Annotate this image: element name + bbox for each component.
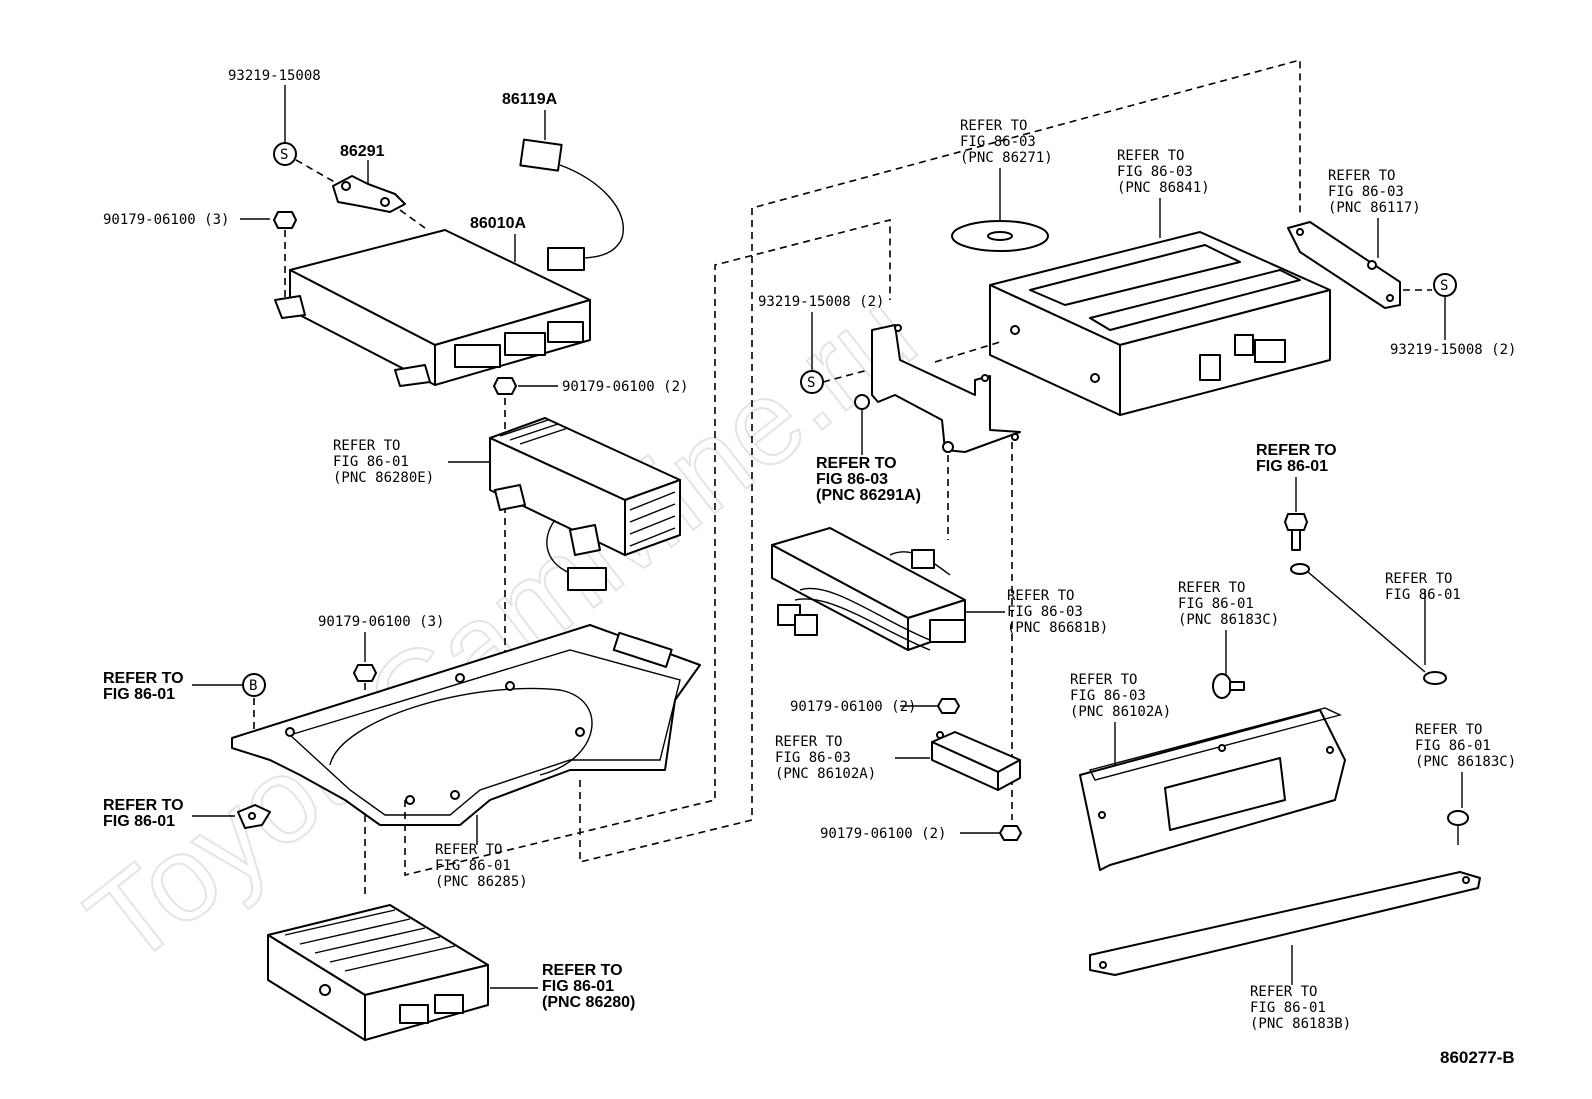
label-90179-2c: 90179-06100 (2) bbox=[820, 826, 946, 842]
label-module-refer-1: REFER TO bbox=[1007, 588, 1074, 604]
label-clipr2-refer-3: (PNC 86183C) bbox=[1415, 754, 1516, 770]
label-panel-refer-2: FIG 86-03 bbox=[1070, 688, 1146, 704]
label-amp2-refer-2: FIG 86-01 bbox=[542, 978, 614, 995]
label-clipr-refer-3: (PNC 86183C) bbox=[1178, 612, 1279, 628]
svg-text:S: S bbox=[807, 375, 815, 391]
label-90179-2b: 90179-06100 (2) bbox=[790, 699, 916, 715]
label-93219-2b: 93219-15008 (2) bbox=[1390, 342, 1516, 358]
label-small-refer-1: REFER TO bbox=[775, 734, 842, 750]
label-cover-refer-2: FIG 86-01 bbox=[1250, 1000, 1326, 1016]
harness-86119a bbox=[519, 138, 624, 271]
label-cover-refer-3: (PNC 86183B) bbox=[1250, 1016, 1351, 1032]
cd-changer-86841 bbox=[989, 231, 1331, 416]
label-disc-refer-3: (PNC 86271) bbox=[960, 150, 1053, 166]
label-93219-2a: 93219-15008 (2) bbox=[758, 294, 884, 310]
label-cover-refer-1: REFER TO bbox=[1250, 984, 1317, 1000]
clip-86183c-upper bbox=[1212, 673, 1245, 699]
label-86010a: 86010A bbox=[470, 215, 526, 232]
label-bracketl-refer-2: FIG 86-03 bbox=[816, 471, 888, 488]
label-amp-refer-3: (PNC 86280E) bbox=[333, 470, 434, 486]
label-clip-refer-2: FIG 86-01 bbox=[103, 813, 175, 830]
label-panel-refer-1: REFER TO bbox=[1070, 672, 1137, 688]
label-90179-3b: 90179-06100 (3) bbox=[318, 614, 444, 630]
label-bracketr-refer-3: (PNC 86117) bbox=[1328, 200, 1421, 216]
label-strap-refer-2: FIG 86-01 bbox=[1385, 587, 1461, 603]
label-86119a: 86119A bbox=[502, 91, 558, 108]
label-strap-refer-1: REFER TO bbox=[1385, 571, 1452, 587]
label-amp-refer-1: REFER TO bbox=[333, 438, 400, 454]
disc-86271 bbox=[951, 220, 1049, 252]
label-amp2-refer-1: REFER TO bbox=[542, 962, 623, 979]
panel-86102a bbox=[1079, 707, 1346, 871]
nut-90179-right-upper bbox=[937, 698, 960, 714]
label-clip-refer-1: REFER TO bbox=[103, 797, 184, 814]
svg-text:S: S bbox=[280, 147, 288, 163]
label-93219-top: 93219-15008 bbox=[228, 68, 321, 84]
label-changer-refer-2: FIG 86-03 bbox=[1117, 164, 1193, 180]
svg-text:S: S bbox=[1440, 278, 1448, 294]
nut-90179-right-lower bbox=[999, 825, 1022, 841]
cover-86183b bbox=[1089, 871, 1481, 976]
label-b-refer-1: REFER TO bbox=[103, 670, 184, 687]
clip-86183c-lower bbox=[1447, 810, 1469, 845]
nut-90179-upper bbox=[273, 211, 297, 229]
amplifier-86280e bbox=[489, 417, 681, 591]
label-disc-refer-1: REFER TO bbox=[960, 118, 1027, 134]
label-90179-3a: 90179-06100 (3) bbox=[103, 212, 229, 228]
amplifier-86280 bbox=[267, 904, 489, 1041]
nut-90179-lower bbox=[353, 664, 377, 682]
label-b-refer-2: FIG 86-01 bbox=[103, 686, 175, 703]
label-changer-refer-3: (PNC 86841) bbox=[1117, 180, 1210, 196]
label-bolt-refer-1: REFER TO bbox=[1256, 442, 1337, 459]
label-module-refer-2: FIG 86-03 bbox=[1007, 604, 1083, 620]
svg-text:B: B bbox=[249, 678, 257, 694]
label-amp2-refer-3: (PNC 86280) bbox=[542, 994, 635, 1011]
bolt-ground bbox=[1284, 513, 1308, 551]
nut-90179-middle bbox=[493, 377, 517, 395]
label-panel-refer-3: (PNC 86102A) bbox=[1070, 704, 1171, 720]
label-86291: 86291 bbox=[340, 143, 385, 160]
tray-86285 bbox=[231, 624, 701, 826]
screw-s-symbol-left: S bbox=[800, 370, 824, 394]
label-bolt-refer-2: FIG 86-01 bbox=[1256, 458, 1328, 475]
label-clipr-refer-2: FIG 86-01 bbox=[1178, 596, 1254, 612]
label-clipr2-refer-1: REFER TO bbox=[1415, 722, 1482, 738]
label-module-refer-3: (PNC 86681B) bbox=[1007, 620, 1108, 636]
bracket-left-86291a bbox=[871, 324, 1021, 453]
label-bracketr-refer-2: FIG 86-03 bbox=[1328, 184, 1404, 200]
module-86681b bbox=[771, 527, 966, 651]
screw-s-symbol-right: S bbox=[1433, 273, 1457, 297]
label-90179-2a: 90179-06100 (2) bbox=[562, 379, 688, 395]
label-bracketl-refer-1: REFER TO bbox=[816, 455, 897, 472]
label-changer-refer-1: REFER TO bbox=[1117, 148, 1184, 164]
bracket-86291 bbox=[332, 175, 406, 213]
small-unit-86102a bbox=[931, 731, 1021, 791]
label-tray-refer-1: REFER TO bbox=[435, 842, 502, 858]
label-clipr-refer-1: REFER TO bbox=[1178, 580, 1245, 596]
label-small-refer-3: (PNC 86102A) bbox=[775, 766, 876, 782]
bracket-right-86117 bbox=[1287, 221, 1401, 309]
label-amp-refer-2: FIG 86-01 bbox=[333, 454, 409, 470]
label-tray-refer-2: FIG 86-01 bbox=[435, 858, 511, 874]
control-unit-86010a bbox=[274, 229, 591, 387]
label-tray-refer-3: (PNC 86285) bbox=[435, 874, 528, 890]
label-bracketl-refer-3: (PNC 86291A) bbox=[816, 487, 921, 504]
bolt-b-symbol: B bbox=[242, 673, 266, 697]
label-clipr2-refer-2: FIG 86-01 bbox=[1415, 738, 1491, 754]
drawing-id: 860277-B bbox=[1440, 1048, 1515, 1067]
label-disc-refer-2: FIG 86-03 bbox=[960, 134, 1036, 150]
screw-s-symbol-top: S bbox=[273, 142, 297, 166]
label-bracketr-refer-1: REFER TO bbox=[1328, 168, 1395, 184]
label-small-refer-2: FIG 86-03 bbox=[775, 750, 851, 766]
ground-strap bbox=[1290, 563, 1447, 685]
